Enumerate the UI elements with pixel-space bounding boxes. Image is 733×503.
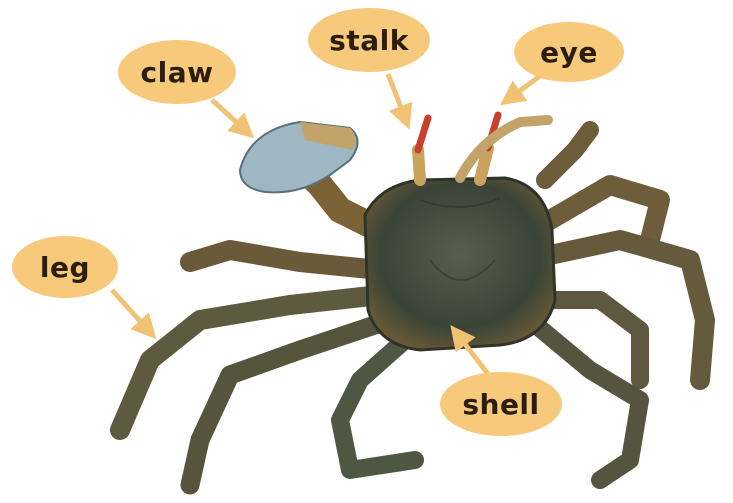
claw-arrow (212, 100, 245, 130)
label-stalk: stalk (308, 8, 430, 72)
claw (240, 122, 380, 230)
label-claw: claw (118, 40, 236, 104)
label-leg-text: leg (40, 251, 90, 284)
eye-stalks (418, 115, 548, 180)
label-shell-text: shell (462, 388, 539, 421)
stalk-arrow (388, 74, 405, 118)
right-legs (530, 130, 705, 480)
eye-arrow (510, 76, 540, 98)
label-claw-text: claw (141, 56, 214, 89)
label-stalk-text: stalk (329, 24, 409, 57)
label-leg: leg (12, 236, 118, 298)
crab-shell (365, 178, 555, 350)
label-eye-text: eye (540, 36, 598, 69)
label-shell: shell (440, 372, 562, 436)
label-eye: eye (514, 22, 624, 82)
leg-arrow (112, 290, 148, 330)
